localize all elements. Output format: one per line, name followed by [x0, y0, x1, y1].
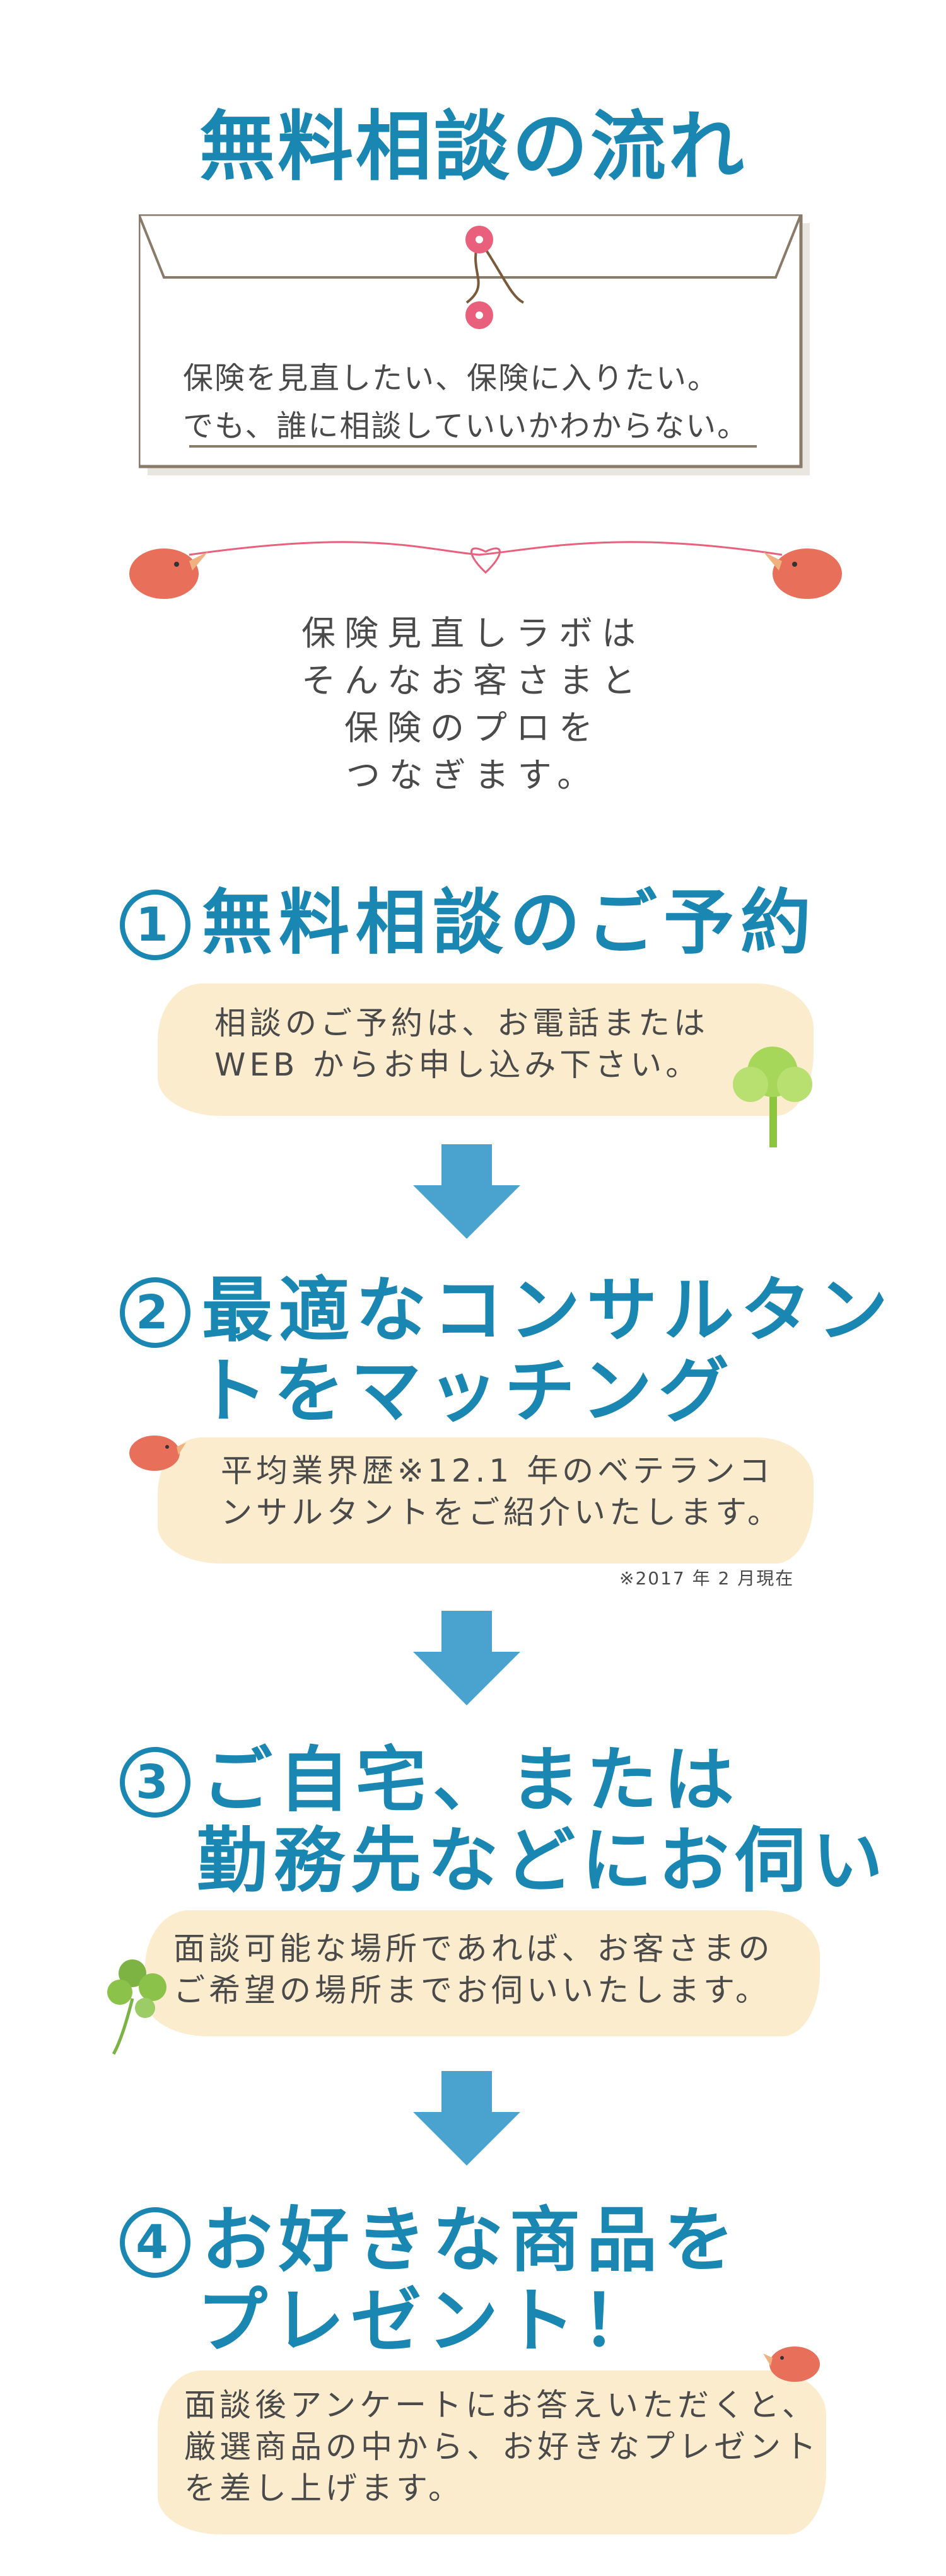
- step-4-desc-line-2: 厳選商品の中から、お好きなプレゼント: [184, 2428, 820, 2465]
- step-2-desc-line-2: ンサルタントをご紹介いたします。: [221, 1494, 783, 1531]
- step-1-number: 1: [120, 890, 190, 960]
- step-3-desc-box: [145, 1910, 820, 2036]
- step-3-number: 3: [120, 1747, 190, 1818]
- bird-icon: [129, 1436, 186, 1471]
- step-4-desc-line-3: を差し上げます。: [184, 2470, 464, 2507]
- page-title: 無料相談の流れ: [199, 103, 747, 191]
- step-3-desc-line-1: 面談可能な場所であれば、お客さまの: [173, 1930, 774, 1967]
- arrow-down-icon: [413, 2071, 520, 2166]
- intro-line-1: 保険を見直したい、保険に入りたい。: [183, 361, 720, 396]
- envelope-illustration: [139, 214, 810, 475]
- step-2-note: ※2017 年 2 月現在: [619, 1568, 795, 1589]
- step-2-desc-line-1: 平均業界歴※12.1 年のベテランコ: [221, 1453, 774, 1489]
- arrow-down-icon: [413, 1144, 520, 1239]
- clover-icon: [107, 1959, 166, 2055]
- step-4-desc-line-1: 面談後アンケートにお答えいただくと、: [184, 2387, 817, 2423]
- step-1-desc-line-1: 相談のご予約は、お電話または: [214, 1005, 709, 1041]
- step-3-desc-line-2: ご希望の場所までお伺いいたします。: [173, 1972, 771, 2009]
- tagline-line-1: 保険見直しラボは: [301, 613, 645, 653]
- step-4-desc-box: [158, 2370, 826, 2534]
- step-4-number: 4: [120, 2207, 190, 2278]
- step-2-desc-box: [158, 1437, 814, 1564]
- tagline-line-4: つなぎます。: [346, 755, 600, 795]
- intro-line-2: でも、誰に相談していいかわからない。: [183, 409, 749, 444]
- step-2-number: 2: [120, 1277, 190, 1348]
- tagline-line-3: 保険のプロを: [344, 708, 602, 748]
- birds-heart-illustration: [129, 541, 842, 599]
- tagline-line-2: そんなお客さまと: [301, 661, 645, 700]
- tree-icon: [733, 1047, 812, 1147]
- step-1-desc-box: [158, 983, 814, 1116]
- bird-icon: [763, 2347, 820, 2382]
- step-1-desc-line-2: WEB からお申し込み下さい。: [214, 1047, 701, 1083]
- arrow-down-icon: [413, 1611, 520, 1705]
